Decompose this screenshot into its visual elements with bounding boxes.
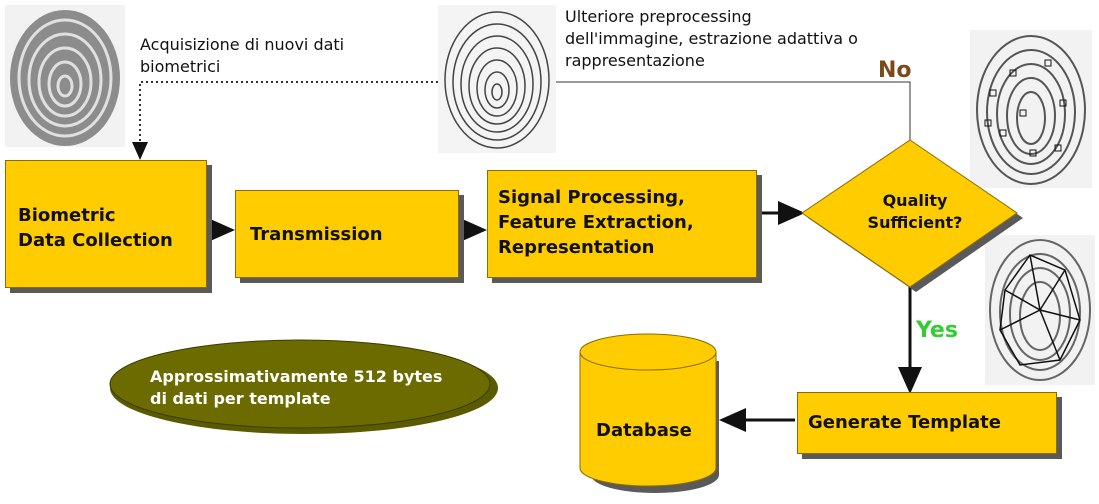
preprocessing-annotation: Ulteriore preprocessing dell'immagine, e…	[565, 7, 858, 70]
acquisition-annotation: Acquisizione di nuovi dati biometrici	[140, 35, 345, 76]
no-branch-label: No	[878, 58, 912, 83]
fingerprint-image-minutiae	[970, 30, 1092, 188]
fingerprint-image-graph	[985, 235, 1095, 385]
signal-processing-box: Signal Processing, Feature Extraction, R…	[487, 170, 757, 278]
fingerprint-image-raw	[5, 5, 125, 147]
database-label: Database	[596, 420, 692, 441]
size-note-ellipse-fill	[109, 339, 491, 429]
biometric-data-collection-box: Biometric Data Collection	[5, 160, 207, 288]
database-cylinder	[579, 333, 719, 493]
acquisition-connector	[132, 81, 438, 160]
signal-processing-label: Signal Processing, Feature Extraction, R…	[498, 187, 694, 258]
biometric-data-collection-label: Biometric Data Collection	[18, 205, 173, 251]
quality-sufficient-label: Quality Sufficient?	[867, 191, 963, 232]
no-branch-connector	[556, 81, 911, 140]
transmission-box: Transmission	[235, 190, 459, 278]
quality-diamond	[801, 139, 1018, 288]
fingerprint-image-enhanced	[438, 5, 556, 153]
transmission-label: Transmission	[250, 224, 383, 245]
generate-template-label: Generate Template	[808, 412, 1001, 433]
size-note-text: Approssimativamente 512 bytes di dati pe…	[150, 367, 443, 408]
yes-branch-label: Yes	[916, 318, 958, 343]
generate-template-box: Generate Template	[797, 392, 1057, 454]
